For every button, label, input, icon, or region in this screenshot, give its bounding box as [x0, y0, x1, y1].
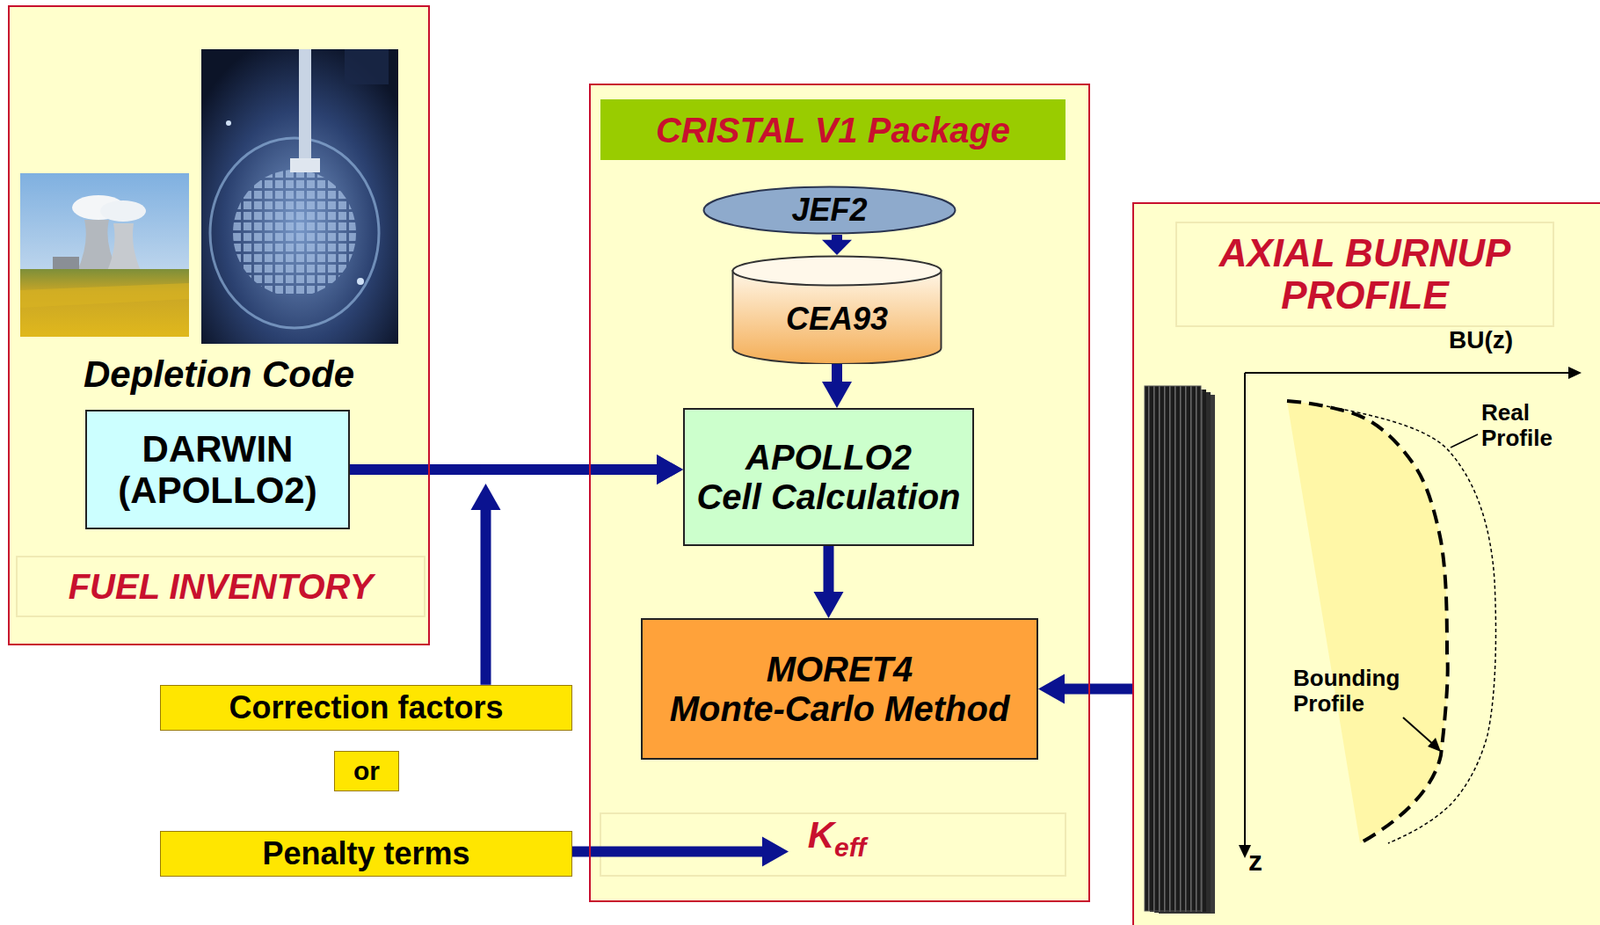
crane-mast — [298, 49, 312, 164]
bounded-area — [1287, 400, 1448, 844]
cylinder-top — [733, 256, 942, 286]
leader-head — [1427, 737, 1441, 752]
label-frame — [16, 556, 425, 617]
label-frame — [1176, 222, 1554, 327]
note-box: Penalty terms — [160, 830, 573, 877]
arrow-head — [471, 483, 502, 510]
arrow-shaft — [349, 464, 659, 475]
flow-arrow — [814, 545, 844, 619]
box-text: Penalty terms — [261, 836, 470, 872]
power-plant-photo — [20, 173, 190, 337]
steam — [100, 200, 146, 222]
process-box: APOLLO2Cell Calculation — [683, 407, 975, 546]
label-frame — [600, 813, 1066, 876]
bounding-profile-curve — [1287, 400, 1448, 844]
panel-caption: FUEL INVENTORY — [16, 556, 425, 617]
arrow-head — [656, 454, 684, 485]
light — [225, 120, 232, 126]
vessel-ring — [210, 138, 379, 328]
box-text: DARWIN (APOLLO2) — [95, 428, 340, 511]
graph-label: z — [1248, 845, 1263, 877]
title-band — [600, 99, 1066, 160]
arrow-shaft — [831, 363, 843, 384]
burnup-panel: AXIAL BURNUP PROFILE — [1132, 202, 1600, 925]
database-cylinder: CEA93 — [731, 254, 943, 364]
box-text: CEA93 — [785, 301, 888, 337]
box-text: JEF2 — [791, 192, 867, 228]
light — [356, 277, 364, 285]
assembly-front — [1144, 385, 1201, 911]
box-text: APOLLO2 — [745, 437, 912, 478]
panel-fill — [589, 83, 1091, 902]
process-box: MORET4Monte-Carlo Method — [640, 618, 1039, 760]
code-box: DARWIN (APOLLO2) — [85, 409, 350, 530]
field — [20, 269, 190, 337]
result-label: Keff — [788, 810, 886, 873]
symbol: K — [807, 814, 835, 856]
field-band — [20, 283, 190, 308]
arrow-head — [814, 591, 844, 619]
axis-head — [1568, 366, 1582, 379]
arrow-head — [1038, 674, 1065, 705]
sky — [20, 173, 190, 337]
cristal-panel: CRISTAL V1 PackageJEF2CEA93APOLLO2Cell C… — [589, 83, 1091, 902]
flow-arrow — [349, 454, 684, 485]
panel-heading: Depletion Code — [9, 351, 429, 398]
flow-arrow — [821, 363, 852, 408]
leader-line — [1450, 434, 1478, 448]
flow-arrow — [572, 836, 789, 866]
reactor-photo — [201, 49, 399, 344]
burnup-graph — [1238, 366, 1582, 859]
panel-fill — [1132, 202, 1600, 925]
graph-label: Real Profile — [1481, 400, 1579, 451]
arrow-head — [762, 836, 789, 866]
pool — [201, 49, 399, 344]
building — [52, 256, 80, 271]
graph-label: Bounding Profile — [1293, 665, 1408, 716]
panel-title: AXIAL BURNUP PROFILE — [1176, 222, 1554, 327]
flow-arrow — [1038, 674, 1133, 705]
panel-title: CRISTAL V1 Package — [600, 99, 1066, 160]
arrow-head — [821, 240, 852, 255]
arrow-head — [821, 381, 852, 408]
subscript: eff — [834, 832, 866, 863]
box-text: Cell Calculation — [696, 477, 960, 517]
note-box: Correction factors — [160, 684, 573, 731]
arrow-shaft — [572, 845, 764, 857]
box-text: Monte-Carlo Method — [669, 689, 1011, 729]
panel-fill — [7, 5, 430, 646]
box-text: Correction factors — [228, 690, 503, 726]
z-axis — [1243, 372, 1246, 850]
fuel-assembly — [1144, 385, 1215, 914]
bu-axis — [1244, 371, 1574, 374]
leader-line — [1403, 717, 1435, 746]
flow-arrow — [821, 234, 852, 255]
arrow-shaft — [480, 464, 659, 475]
real-profile-curve — [1326, 406, 1496, 844]
crane-head — [290, 158, 320, 173]
ellipse-outline — [704, 187, 956, 234]
library-ellipse: JEF2 — [702, 185, 957, 235]
core-grid — [228, 167, 361, 299]
fuel-inventory-panel: Depletion CodeFUEL INVENTORY DARWIN (APOL… — [7, 5, 430, 646]
note-box: or — [334, 750, 400, 792]
arrow-shaft — [480, 508, 492, 685]
arrow-shaft — [823, 545, 835, 594]
equipment — [344, 49, 389, 85]
cooling-tower — [107, 223, 141, 271]
arrow-shaft — [1062, 683, 1133, 695]
graph-label: BU(z) — [1448, 327, 1513, 355]
box-text: or — [353, 756, 380, 786]
box-text: MORET4 — [766, 649, 914, 690]
arrow-head — [656, 454, 684, 485]
